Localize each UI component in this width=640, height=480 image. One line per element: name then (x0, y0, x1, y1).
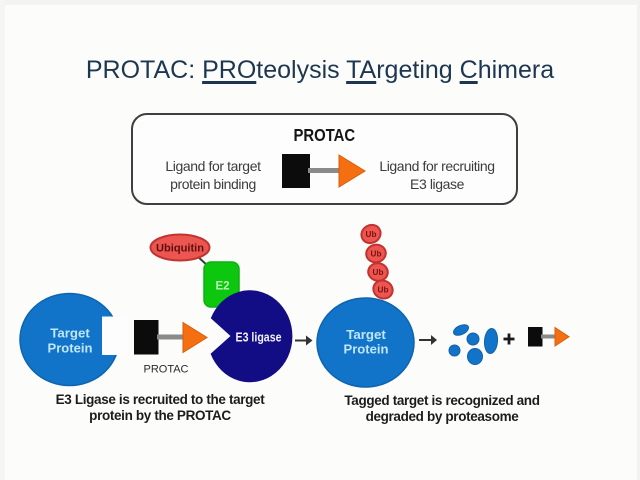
svg-text:Ub: Ub (366, 230, 377, 239)
svg-text:Protein: Protein (344, 342, 389, 357)
svg-text:E3 ligase: E3 ligase (236, 330, 282, 345)
svg-text:Target: Target (50, 326, 90, 341)
svg-text:Ub: Ub (371, 250, 382, 259)
svg-text:Ub: Ub (378, 286, 389, 295)
svg-text:E2: E2 (215, 281, 229, 293)
svg-text:PROTAC: PROTAC (144, 364, 189, 376)
svg-text:Ubiquitin: Ubiquitin (156, 243, 204, 255)
svg-text:Protein: Protein (48, 341, 93, 356)
svg-text:Ub: Ub (373, 268, 384, 277)
svg-text:Target: Target (346, 327, 386, 342)
